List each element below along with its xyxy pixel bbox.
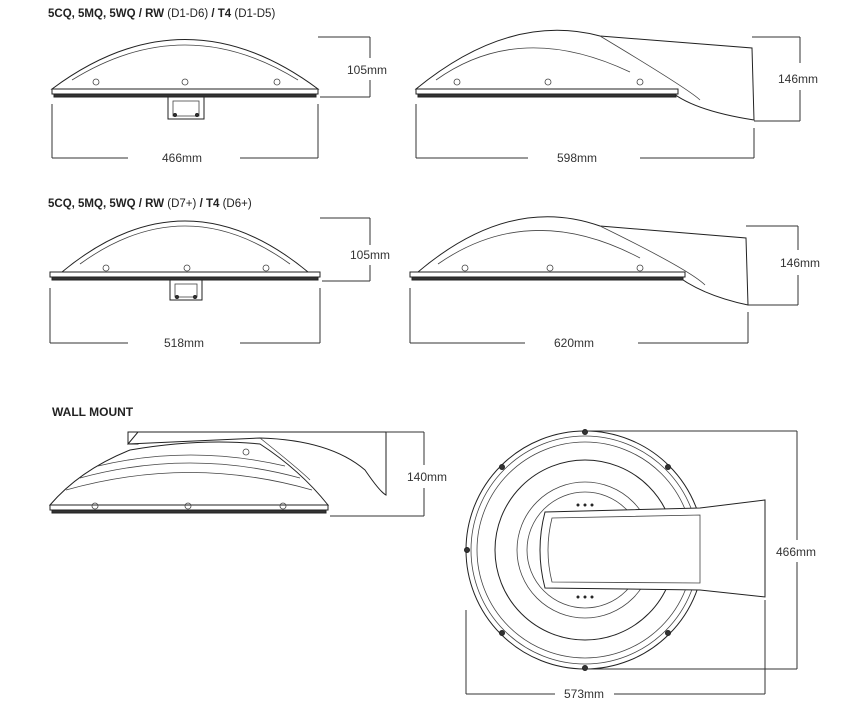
dim-label: 105mm: [350, 248, 390, 262]
heading-wall-mount: WALL MOUNT: [52, 405, 134, 419]
g1-front-width-dim: 466mm: [51, 104, 319, 165]
wall-top-view: [464, 429, 766, 671]
heading-rw-range: (D7+): [167, 198, 197, 210]
g2-side-view: [409, 216, 749, 306]
dim-label: 518mm: [164, 336, 204, 350]
dim-label: 140mm: [407, 470, 447, 484]
dim-label: 105mm: [347, 63, 387, 77]
dim-label: 573mm: [564, 687, 604, 701]
dim-label: 466mm: [776, 545, 816, 559]
heading-models: 5CQ, 5MQ, 5WQ / RW: [48, 198, 165, 210]
wall-side-view: [48, 431, 387, 514]
g1-side-view: [414, 29, 755, 121]
dim-label: 146mm: [780, 256, 820, 270]
dim-label: 466mm: [162, 151, 202, 165]
g2-front-height-dim: 105mm: [320, 217, 390, 282]
heading-rw-range: (D1-D6): [167, 8, 209, 20]
g1-front-height-dim: 105mm: [318, 36, 387, 98]
g1-side-height-dim: 146mm: [752, 36, 818, 122]
wall-side-height-dim: 140mm: [330, 431, 447, 517]
g2-front-width-dim: 518mm: [49, 288, 321, 350]
g2-side-width-dim: 620mm: [409, 288, 749, 350]
dim-label: 146mm: [778, 72, 818, 86]
dim-label: 620mm: [554, 336, 594, 350]
wall-top-height-dim: 466mm: [585, 430, 816, 670]
heading-group-1: 5CQ, 5MQ, 5WQ / RW (D1-D6) / T4 (D1-D5): [48, 8, 275, 20]
wall-top-width-dim: 573mm: [465, 600, 766, 701]
heading-t4-range: (D1-D5): [234, 8, 276, 20]
heading-sep: / T4: [211, 8, 232, 20]
heading-models: 5CQ, 5MQ, 5WQ / RW: [48, 8, 165, 20]
g1-front-view: [50, 39, 320, 120]
g1-side-width-dim: 598mm: [415, 104, 755, 165]
heading-sep: / T4: [199, 198, 220, 210]
g2-side-height-dim: 146mm: [746, 225, 820, 306]
g2-front-view: [49, 220, 321, 301]
heading-group-2: 5CQ, 5MQ, 5WQ / RW (D7+) / T4 (D6+): [48, 198, 252, 210]
dim-label: 598mm: [557, 151, 597, 165]
heading-t4-range: (D6+): [222, 198, 252, 210]
